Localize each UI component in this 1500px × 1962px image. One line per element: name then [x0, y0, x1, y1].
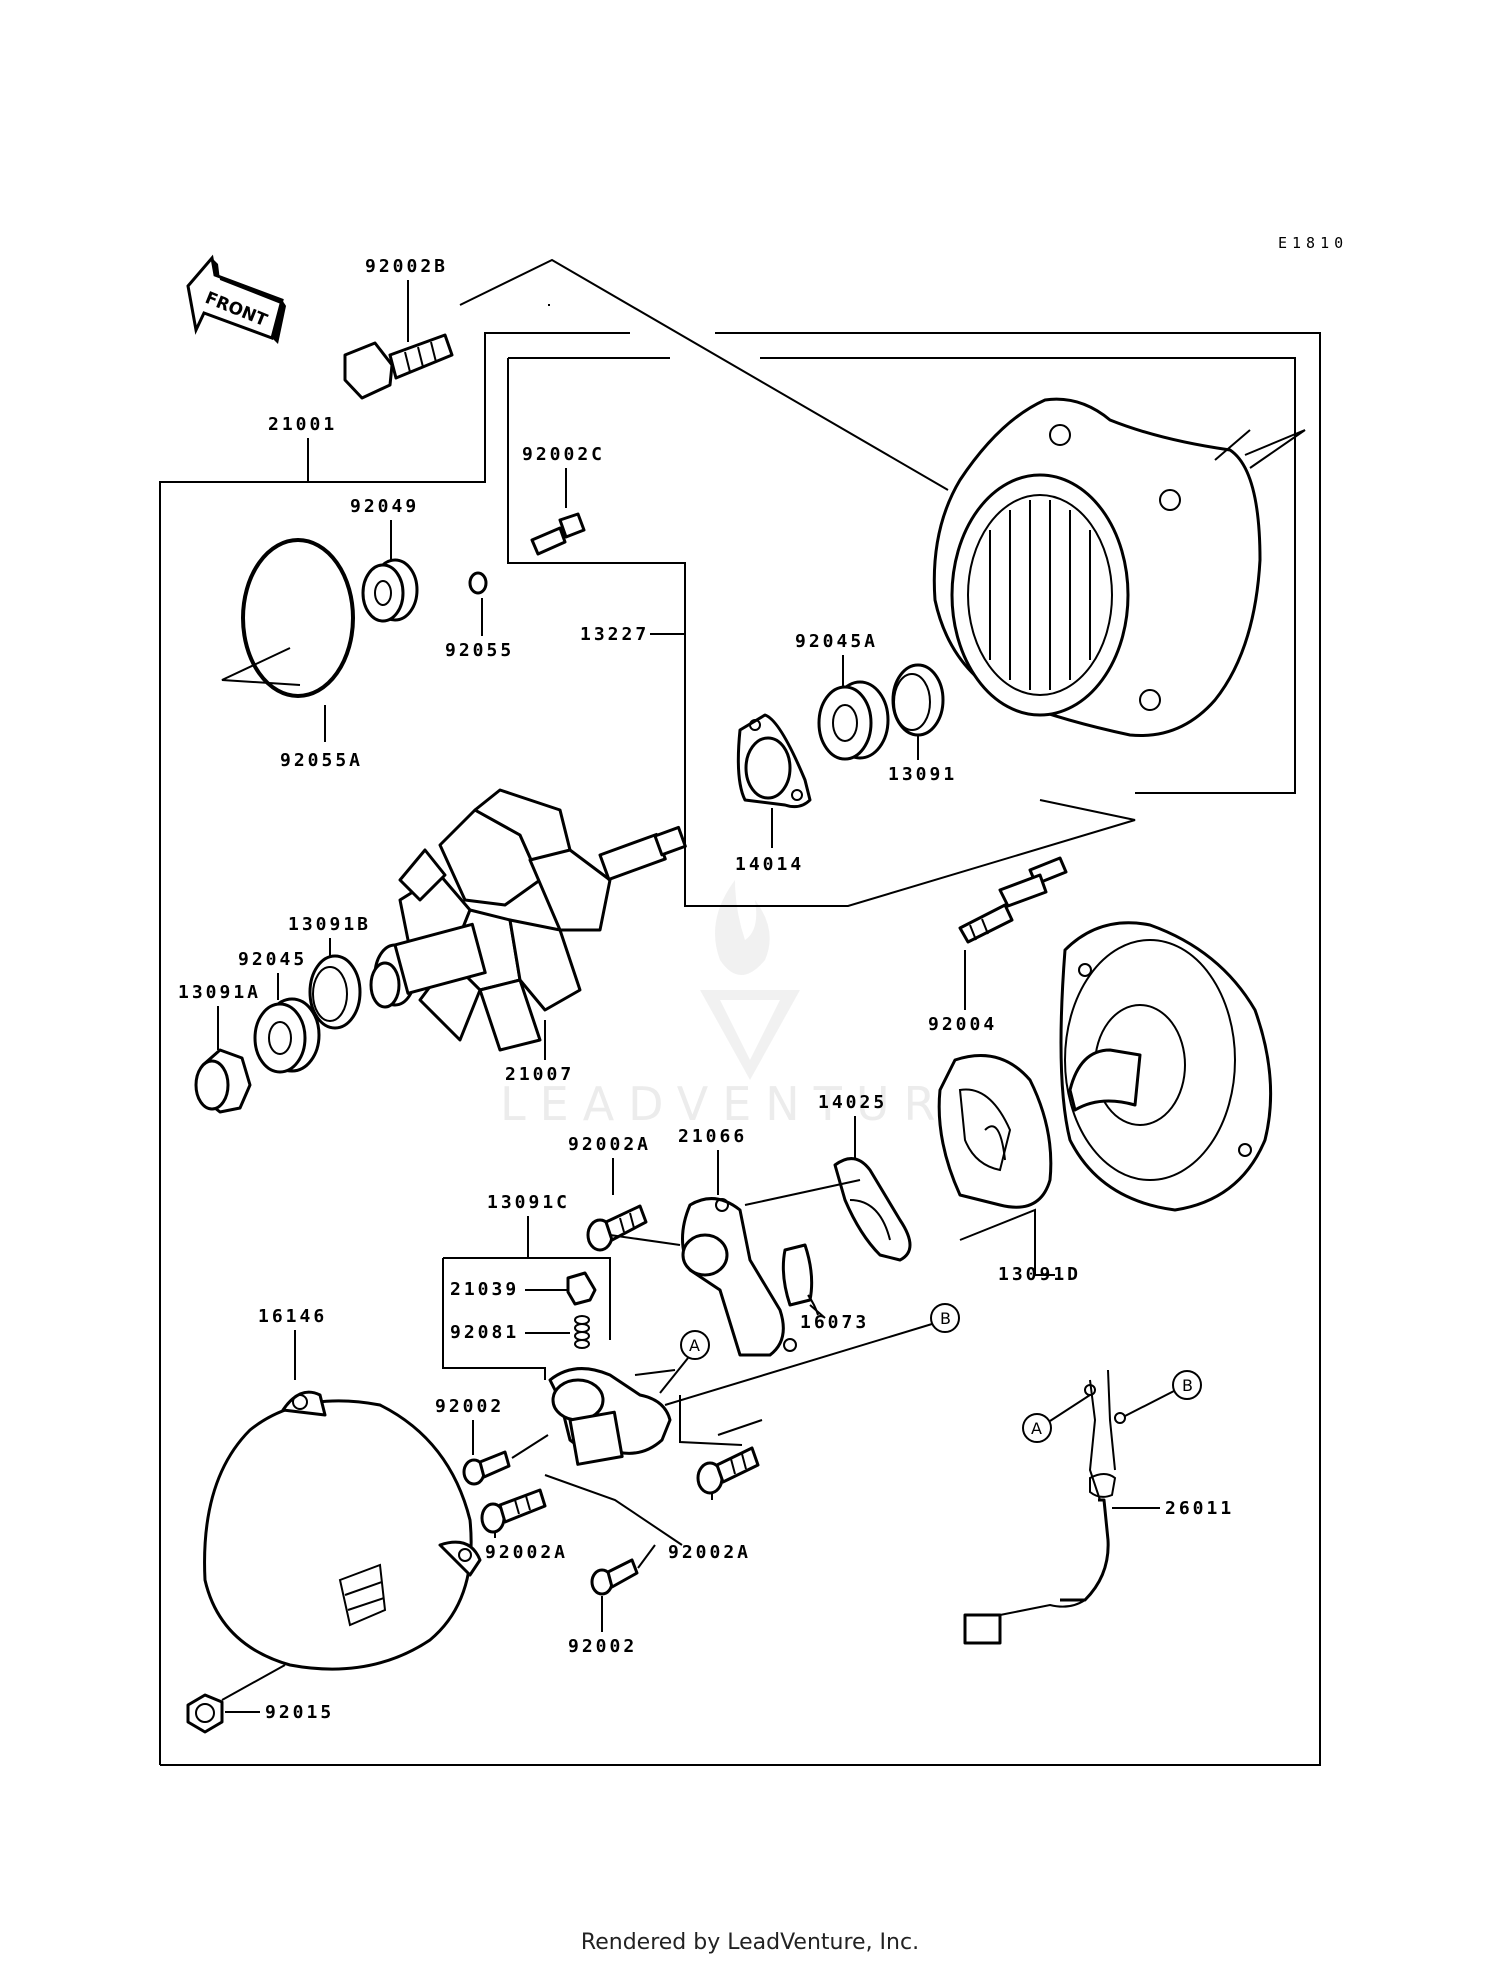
label-21066: 21066 — [678, 1126, 747, 1147]
label-92002-left: 92002 — [435, 1396, 504, 1417]
brush-holder-21066 — [681, 1197, 797, 1357]
rotor-21007 — [369, 788, 687, 1052]
oring-92055A — [241, 538, 355, 698]
plate-14014 — [736, 713, 812, 809]
bearing-92045 — [253, 997, 321, 1074]
label-16073: 16073 — [800, 1312, 869, 1333]
label-13091B: 13091B — [288, 914, 371, 935]
label-13091C: 13091C — [487, 1192, 570, 1213]
screw-92002-bottom — [590, 1558, 639, 1596]
screw-92002A-right — [696, 1446, 760, 1495]
label-13227: 13227 — [580, 624, 649, 645]
stator-housing — [932, 397, 1306, 738]
cover-16146 — [203, 1390, 482, 1671]
label-21001: 21001 — [268, 414, 337, 435]
label-13091D: 13091D — [998, 1264, 1081, 1285]
stud-92004 — [958, 856, 1068, 944]
label-21039: 21039 — [450, 1279, 519, 1300]
nut-92015 — [186, 1693, 224, 1734]
label-21007: 21007 — [505, 1064, 574, 1085]
nut-13091A — [194, 1048, 252, 1114]
label-14014: 14014 — [735, 854, 804, 875]
brush-21039 — [566, 1271, 597, 1306]
bolt-92002C — [530, 512, 586, 556]
diagram-code: E1810 — [1278, 234, 1348, 252]
label-92002B: 92002B — [365, 256, 448, 277]
label-13091A: 13091A — [178, 982, 261, 1003]
leadventure-watermark: LEADVENTURE — [500, 880, 993, 1131]
screw-92002-left — [462, 1450, 511, 1486]
seal-13091B — [308, 954, 362, 1030]
assembly-frame — [159, 332, 1321, 1766]
seal-13091 — [891, 663, 945, 737]
callout-a-upper-label: A — [689, 1336, 700, 1355]
callout-b-lower-label: B — [1182, 1376, 1193, 1395]
wire-harness-26011 — [963, 1369, 1126, 1645]
regulator-13091D — [937, 1054, 1053, 1209]
screw-92002A-top — [586, 1204, 648, 1252]
label-92004: 92004 — [928, 1014, 997, 1035]
label-92002A-right: 92002A — [668, 1542, 751, 1563]
label-13091: 13091 — [888, 764, 957, 785]
label-92081: 92081 — [450, 1322, 519, 1343]
callout-b-upper — [930, 1303, 960, 1333]
label-14025: 14025 — [818, 1092, 887, 1113]
callout-b-upper-label: B — [940, 1309, 951, 1328]
label-92055A: 92055A — [280, 750, 363, 771]
watermark-text: LEADVENTURE — [500, 1077, 993, 1131]
callout-a-lower — [1022, 1413, 1052, 1443]
label-16146: 16146 — [258, 1306, 327, 1327]
label-92045: 92045 — [238, 949, 307, 970]
bolt-92002B — [343, 333, 454, 400]
end-housing — [1059, 921, 1273, 1212]
label-92045A: 92045A — [795, 631, 878, 652]
bearing-92045A — [817, 680, 890, 761]
spring-16073 — [781, 1243, 819, 1316]
front-arrow-icon: FRONT — [186, 254, 286, 344]
footer-credit: Rendered by LeadVenture, Inc. — [580, 1930, 920, 1955]
label-92002-bottom: 92002 — [568, 1636, 637, 1657]
label-92055: 92055 — [445, 640, 514, 661]
oring-92055 — [468, 571, 488, 595]
rectifier-14025 — [833, 1157, 912, 1262]
label-92015: 92015 — [265, 1702, 334, 1723]
bearing-92049 — [361, 558, 419, 623]
callout-b-lower — [1172, 1370, 1202, 1400]
screw-92002A-left — [480, 1488, 547, 1534]
spring-92081 — [574, 1315, 590, 1349]
label-26011: 26011 — [1165, 1498, 1234, 1519]
callout-a-upper — [680, 1330, 710, 1360]
label-92002C: 92002C — [522, 444, 605, 465]
label-92002A-left: 92002A — [485, 1542, 568, 1563]
callout-a-lower-label: A — [1031, 1419, 1042, 1438]
brush-assembly — [548, 1367, 672, 1466]
label-92049: 92049 — [350, 496, 419, 517]
label-92002A-top: 92002A — [568, 1134, 651, 1155]
